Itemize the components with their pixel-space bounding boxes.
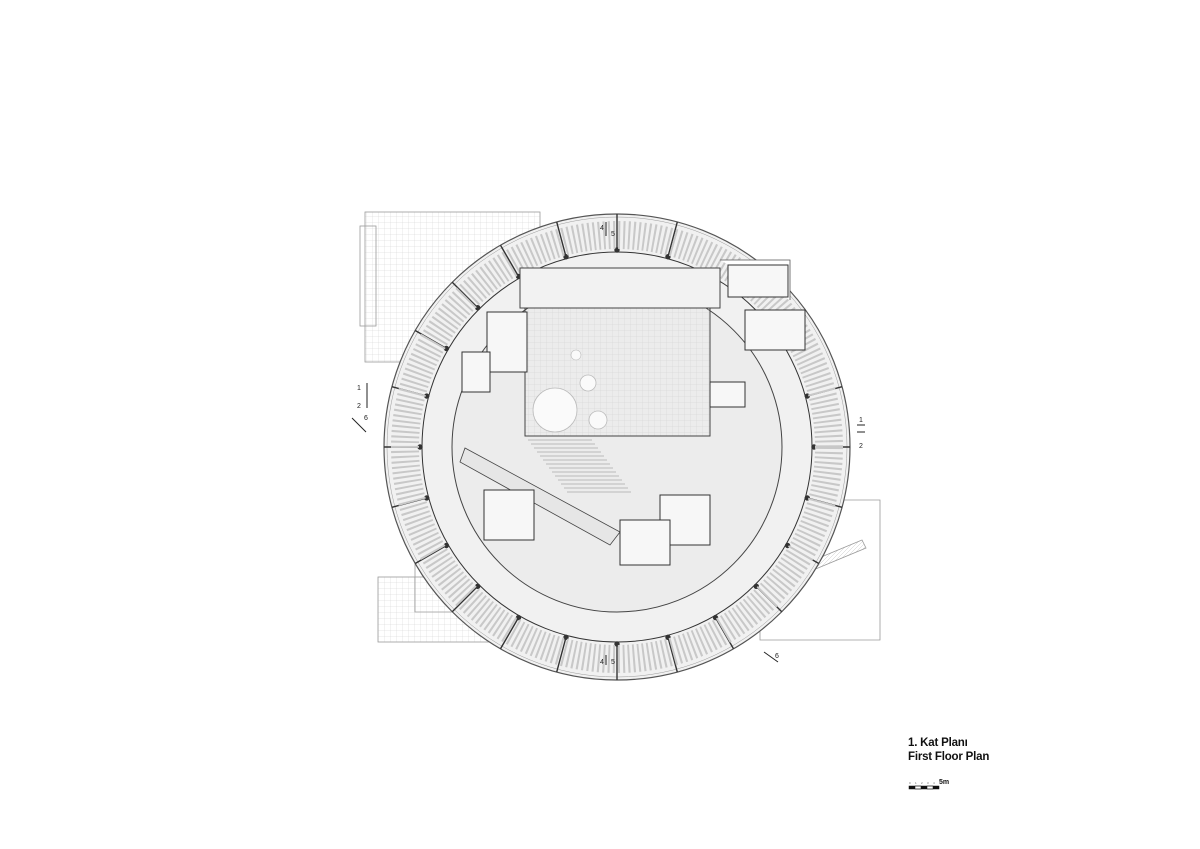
scale-tick-4: 4 <box>933 781 935 785</box>
section-1-left-label: 1 <box>357 385 361 392</box>
column <box>665 254 671 260</box>
scale-tick-1: 1 <box>915 781 917 785</box>
classroom-wall <box>451 584 480 613</box>
title-english: First Floor Plan <box>908 751 990 763</box>
classroom-wall <box>414 543 449 565</box>
classroom-wall <box>556 221 568 259</box>
section-1-right-label: 1 <box>859 417 863 424</box>
section-6-left-label: 6 <box>364 415 368 422</box>
column <box>563 254 569 260</box>
classroom-wall <box>499 615 521 650</box>
classroom-wall <box>666 221 678 259</box>
central-atrium <box>459 267 721 546</box>
classroom-wall <box>499 244 521 279</box>
column <box>474 304 481 311</box>
title-turkish: 1. Kat Planı <box>908 737 968 749</box>
drawing-title-block: 1. Kat Planı First Floor Plan <box>908 736 989 764</box>
section-6-bottom-label: 6 <box>775 653 779 660</box>
column <box>614 247 620 253</box>
section-2-left-label: 2 <box>357 403 361 410</box>
section-4-bottom-label: 4 <box>600 659 604 666</box>
column <box>474 583 481 590</box>
column <box>515 614 522 621</box>
scale-tick-0: 0 <box>909 781 911 785</box>
section-4-top-label: 4 <box>600 225 604 232</box>
scale-end-label: 5m <box>939 779 949 786</box>
classroom-wall <box>666 635 678 673</box>
classroom-wall <box>556 635 568 673</box>
scale-bar: 0 1 2 3 4 5m <box>908 779 949 790</box>
classroom-wall <box>451 281 480 310</box>
scale-tick-3: 3 <box>927 781 929 785</box>
column <box>563 634 569 640</box>
section-5-top-label: 5 <box>611 231 615 238</box>
service-cores <box>461 264 806 566</box>
section-markers <box>351 222 865 665</box>
section-5-bottom-label: 5 <box>611 659 615 666</box>
section-2-right-label: 2 <box>859 443 863 450</box>
scale-tick-2: 2 <box>921 781 923 785</box>
